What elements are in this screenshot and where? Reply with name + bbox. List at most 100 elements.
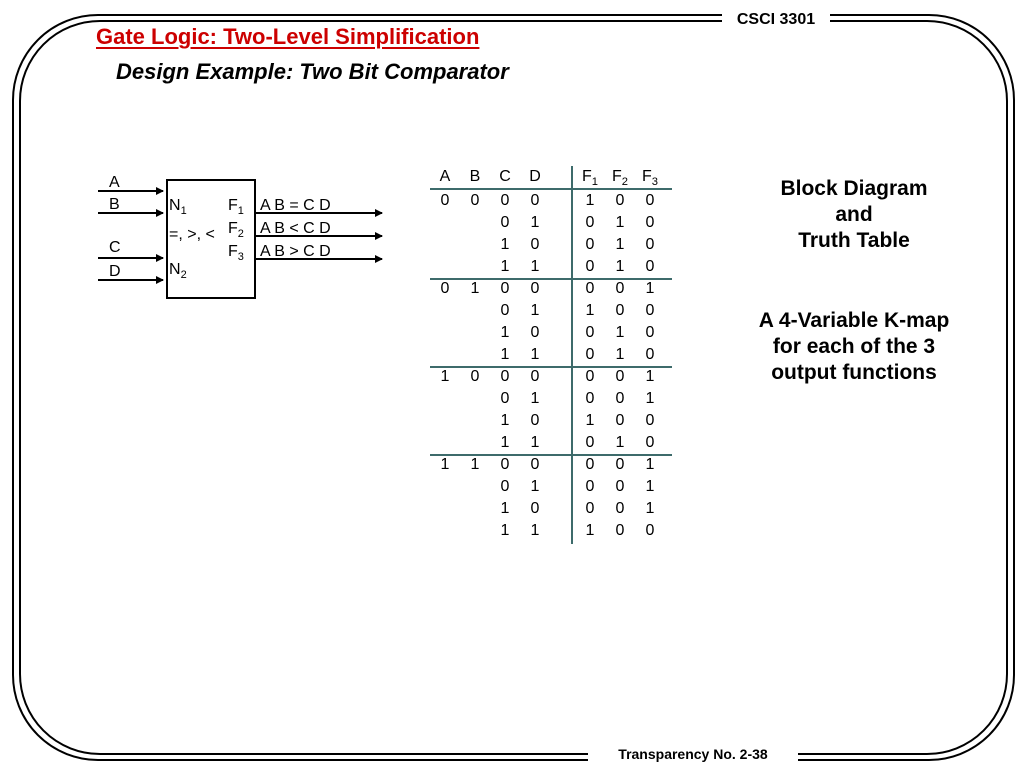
table-cell: 0 [585,280,595,297]
table-cell: 1 [530,302,540,319]
slide-subtitle: Design Example: Two Bit Comparator [116,59,509,84]
table-cell: 0 [615,368,625,385]
table-cell: 0 [645,412,655,429]
table-cell: 0 [440,280,450,297]
table-cell [430,388,460,410]
table-cell: 0 [500,478,510,495]
table-cell: 0 [585,346,595,363]
block-diagram: A B C D N1 =, >, < N2 F1 F2 F3 A B = C D… [98,174,383,299]
note-line: Block Diagram [780,177,928,200]
table-cell: 0 [645,214,655,231]
note-line: for each of the 3 [772,335,936,358]
table-cell: 0 [615,456,625,473]
table-cell: 0 [645,522,655,539]
table-cell: 0 [585,324,595,341]
table-cell: 1 [530,522,540,539]
table-cell [460,388,490,410]
f2-label: F2 [228,220,244,240]
table-horizontal-rule [430,278,672,280]
table-cell [460,344,490,366]
table-cell: 1 [500,500,510,517]
operators-label: =, >, < [169,226,215,243]
table-cell: 0 [585,236,595,253]
header-cell: D [529,168,541,185]
table-cell: 1 [500,258,510,275]
slide-title: Gate Logic: Two-Level Simplification [96,24,480,49]
table-cell: 0 [585,368,595,385]
table-cell [430,212,460,234]
table-cell: 1 [585,522,595,539]
table-cell: 1 [500,346,510,363]
table-cell: 0 [440,192,450,209]
comparator-box [166,179,256,299]
table-cell: 1 [470,280,480,297]
table-cell: 1 [585,192,595,209]
table-cell: 1 [615,258,625,275]
note-kmap: A 4-Variable K-map for each of the 3 out… [728,308,980,386]
table-cell: 0 [500,390,510,407]
table-vertical-rule [571,166,573,544]
table-cell: 0 [615,302,625,319]
table-cell: 1 [585,412,595,429]
table-cell: 0 [530,500,540,517]
table-cell [430,498,460,520]
table-cell: 1 [645,368,655,385]
table-cell [460,212,490,234]
table-cell: 1 [615,324,625,341]
table-cell: 0 [585,214,595,231]
note-line: and [835,203,873,226]
table-cell [430,300,460,322]
header-cell: C [499,168,511,185]
table-cell [430,322,460,344]
table-cell: 1 [530,478,540,495]
table-cell: 0 [645,258,655,275]
table-cell: 0 [500,214,510,231]
f1-expression: A B = C D [260,197,331,214]
table-cell: 1 [530,434,540,451]
table-cell: 0 [615,412,625,429]
table-horizontal-rule [430,188,672,190]
table-cell: 0 [530,236,540,253]
table-cell: 1 [500,324,510,341]
table-cell: 0 [585,500,595,517]
header-cell: F3 [641,168,658,189]
table-cell: 0 [530,368,540,385]
table-cell: 0 [585,478,595,495]
table-cell: 0 [645,236,655,253]
table-cell [460,300,490,322]
f3-label: F3 [228,243,244,263]
table-cell [430,410,460,432]
table-cell [460,520,490,542]
table-cell [460,410,490,432]
table-cell: 1 [500,434,510,451]
f2-expression: A B < C D [260,220,331,237]
note-line: A 4-Variable K-map [758,309,950,332]
table-cell: 0 [500,302,510,319]
header-cell: B [469,168,481,185]
footer-label: Transparency No. 2-38 [588,744,798,764]
table-cell: 0 [470,192,480,209]
table-cell: 1 [440,456,450,473]
table-cell: 0 [645,346,655,363]
table-cell: 1 [615,346,625,363]
table-cell: 0 [530,324,540,341]
table-cell: 0 [470,368,480,385]
note-line: Truth Table [798,229,910,252]
header-cell: F1 [581,168,598,189]
f3-expression: A B > C D [260,243,331,260]
table-cell: 0 [530,412,540,429]
table-cell: 1 [530,346,540,363]
table-cell [430,476,460,498]
table-cell [460,234,490,256]
table-cell: 1 [615,434,625,451]
table-cell: 1 [645,500,655,517]
table-cell: 1 [530,214,540,231]
table-cell: 0 [500,280,510,297]
table-cell: 0 [615,522,625,539]
n1-label: N1 [169,197,187,217]
table-cell: 1 [645,456,655,473]
table-cell [430,520,460,542]
table-cell: 0 [500,192,510,209]
table-cell: 0 [500,368,510,385]
table-cell: 1 [470,456,480,473]
